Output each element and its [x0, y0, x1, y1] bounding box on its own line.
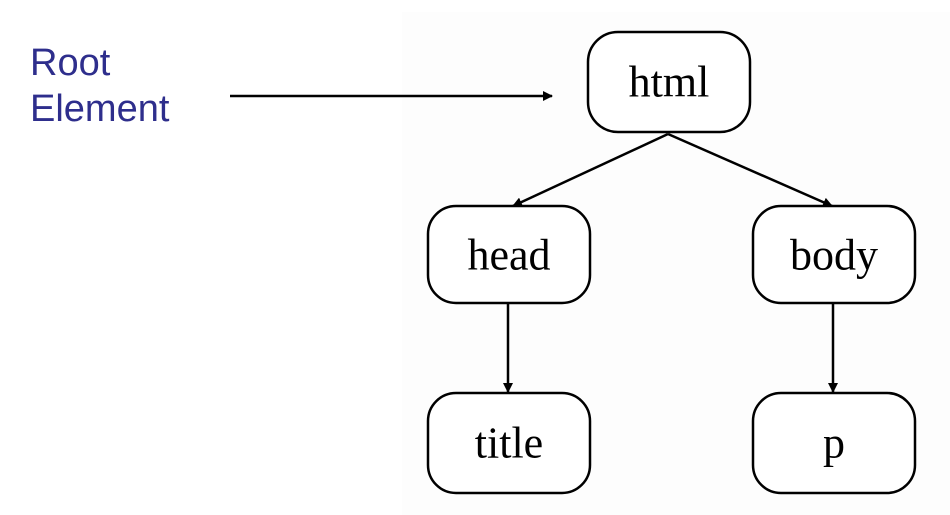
annotation-line-1: Root — [30, 42, 111, 84]
edge-html-body — [667, 132, 833, 208]
node-body: body — [751, 204, 917, 305]
node-head: head — [426, 204, 592, 305]
node-html: html — [586, 30, 752, 134]
root-element-annotation: Root Element — [30, 40, 169, 132]
node-p-label: p — [823, 419, 845, 468]
annotation-line-2: Element — [30, 88, 170, 130]
node-title-label: title — [475, 419, 543, 468]
node-body-label: body — [790, 231, 878, 280]
node-html-label: html — [629, 58, 710, 107]
node-p: p — [751, 391, 917, 495]
node-head-label: head — [467, 231, 550, 280]
edge-html-head — [512, 132, 669, 208]
node-title: title — [426, 391, 592, 495]
